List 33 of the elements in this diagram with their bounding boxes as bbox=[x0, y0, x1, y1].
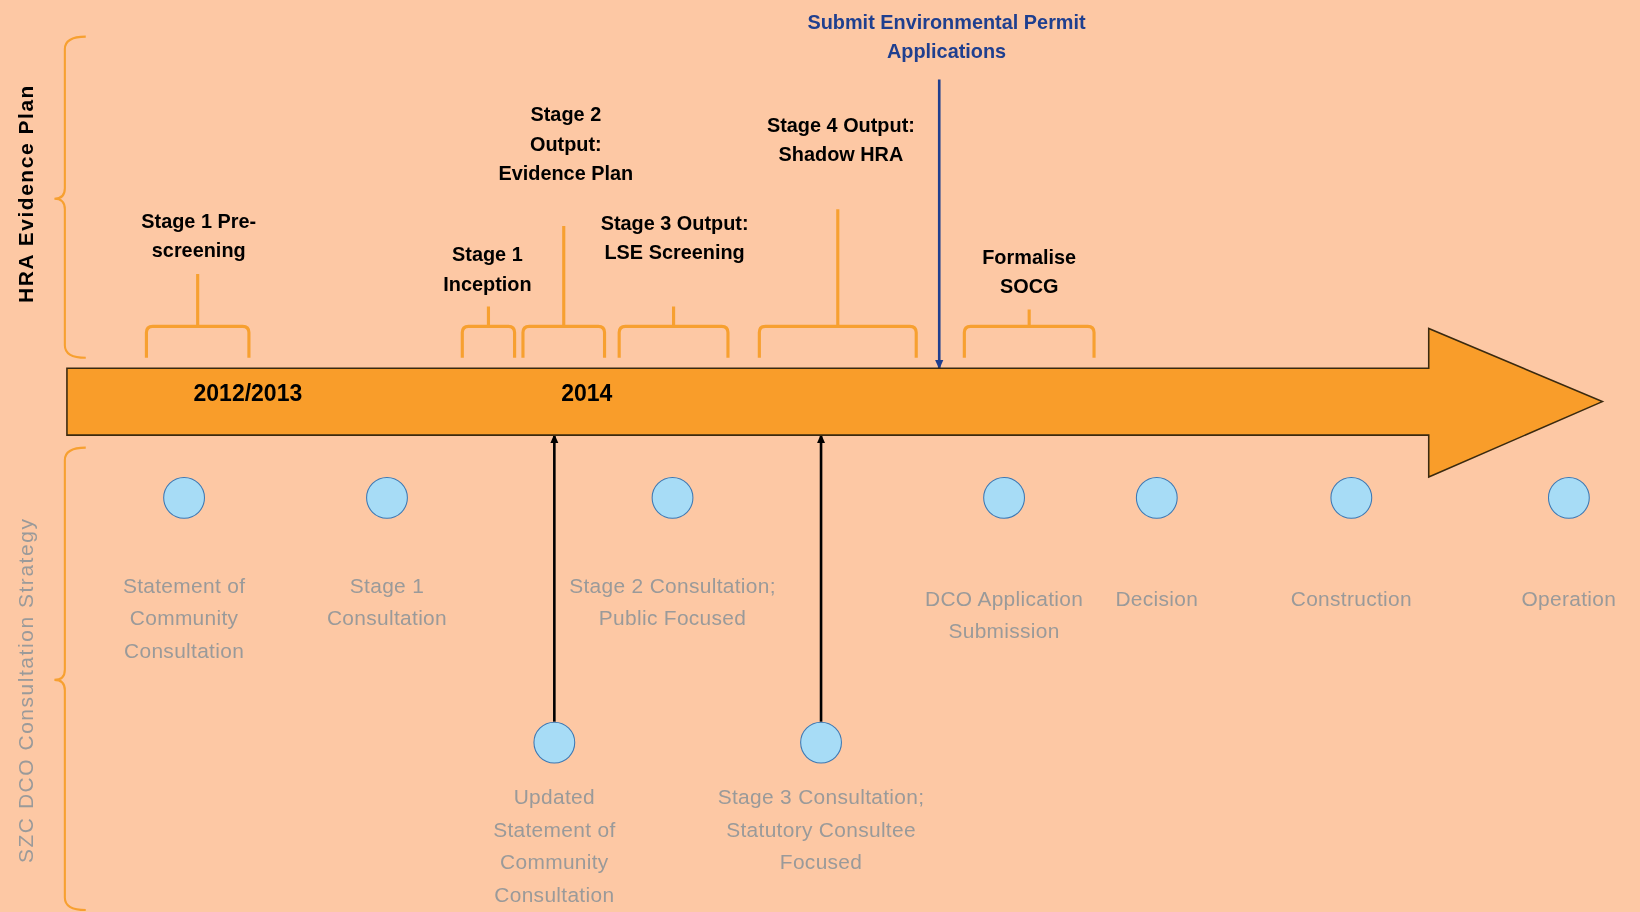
milestone-circle bbox=[533, 721, 576, 764]
milestone-label: Updated Statement of Community Consultation bbox=[492, 784, 617, 908]
arrow bbox=[550, 434, 559, 722]
annotation-text: Submit Environmental Permit Applications bbox=[806, 10, 1087, 64]
milestone-label: Construction bbox=[1289, 585, 1413, 612]
year-label: 2012/2013 bbox=[192, 378, 304, 408]
milestone-label: DCO Application Submission bbox=[924, 585, 1085, 645]
milestone-circle bbox=[1330, 476, 1373, 519]
stage-label: Stage 3 Output: LSE Screening bbox=[599, 211, 750, 266]
arrow bbox=[816, 434, 826, 722]
timeline-arrow bbox=[66, 328, 1603, 477]
milestone-circle bbox=[800, 721, 842, 764]
milestone-label: Decision bbox=[1114, 585, 1200, 612]
stage-label: Formalise SOCG bbox=[981, 244, 1078, 300]
milestone-circle bbox=[1135, 476, 1178, 519]
milestone-label: Operation bbox=[1520, 585, 1618, 612]
section-label: HRA Evidence Plan bbox=[13, 83, 39, 305]
milestone-circle bbox=[651, 476, 694, 519]
milestone-label: Stage 1 Consultation bbox=[325, 573, 448, 632]
stage-label: Stage 1 Pre-screening bbox=[140, 209, 258, 264]
stage-label: Stage 4 Output: Shadow HRA bbox=[765, 113, 916, 168]
milestone-circle bbox=[366, 476, 408, 519]
milestone-label: Stage 3 Consultation; Statutory Consultee Focused bbox=[716, 784, 926, 876]
arrow bbox=[935, 79, 944, 370]
section-label: SZC DCO Consultation Strategy bbox=[13, 516, 39, 866]
milestone-label: Stage 2 Consultation; Public Focused bbox=[568, 573, 777, 632]
stage-label: Stage 2 Output: Evidence Plan bbox=[497, 102, 634, 187]
year-label: 2014 bbox=[560, 378, 614, 408]
stage-label: Stage 1 Inception bbox=[442, 242, 533, 297]
milestone-circle bbox=[1547, 476, 1590, 519]
milestone-label: Statement of Community Consultation bbox=[121, 573, 247, 665]
milestone-circle bbox=[163, 476, 205, 519]
milestone-circle bbox=[983, 476, 1025, 519]
